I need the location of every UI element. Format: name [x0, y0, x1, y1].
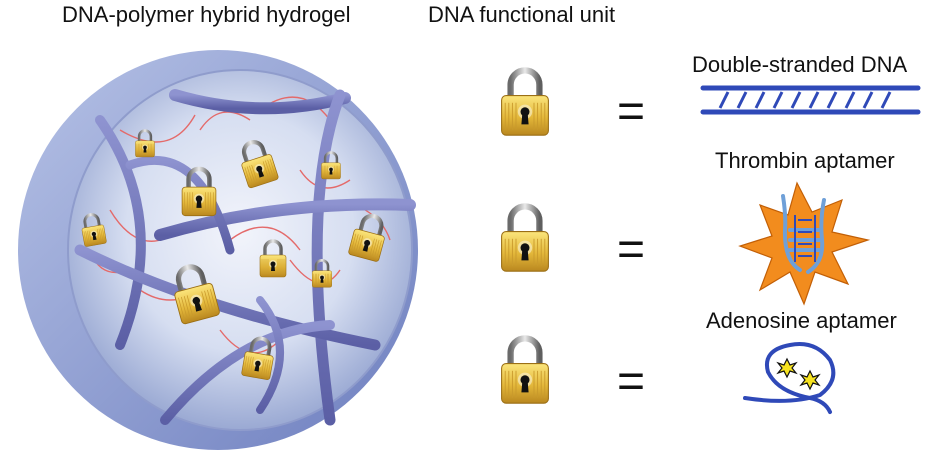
- equals-sign: =: [617, 223, 646, 276]
- lock-icon: [502, 338, 549, 403]
- adenosine-aptamer-icon: [743, 342, 836, 414]
- lock-icon: [502, 70, 549, 135]
- thrombin-aptamer-icon: [738, 181, 871, 306]
- equals-sign: =: [617, 355, 646, 408]
- adenosine-aptamer-label: Adenosine aptamer: [706, 308, 897, 333]
- thrombin-aptamer-label: Thrombin aptamer: [715, 148, 895, 173]
- double-stranded-dna-label: Double-stranded DNA: [692, 52, 908, 77]
- double-stranded-dna-icon: [700, 85, 921, 115]
- lock-icon: [502, 206, 549, 271]
- functional-unit-title: DNA functional unit: [428, 2, 616, 27]
- hydrogel-title: DNA-polymer hybrid hydrogel: [62, 2, 351, 27]
- equals-sign: =: [617, 85, 646, 138]
